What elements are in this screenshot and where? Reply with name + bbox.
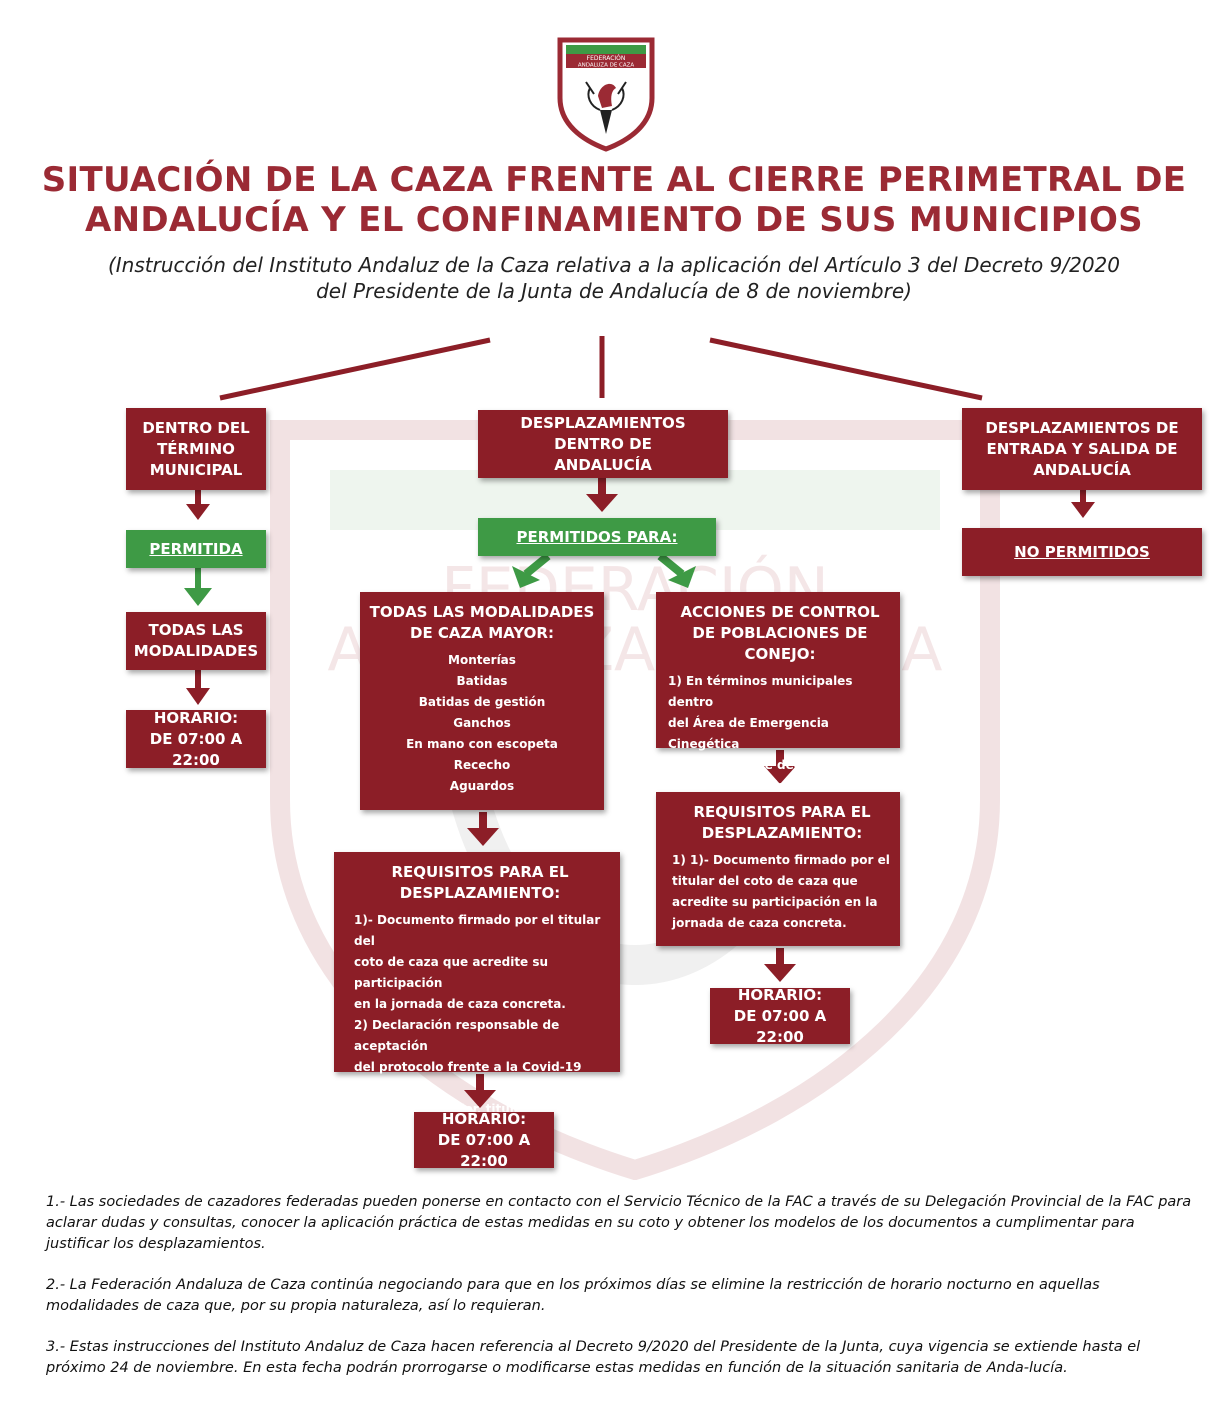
title-line-1: SITUACIÓN DE LA CAZA FRENTE AL CIERRE PE… — [41, 160, 1187, 200]
arrow-center-1 — [586, 478, 618, 512]
arrow-left-3 — [186, 670, 210, 705]
box-dentro-termino: DENTRO DEL TÉRMINO MUNICIPAL — [126, 408, 266, 490]
arrow-center-green-left — [512, 552, 551, 588]
arrow-conejo-req-down — [764, 948, 796, 982]
box-permitidos-para: PERMITIDOS PARA: — [478, 518, 716, 556]
conejo-line: 1) En términos municipales dentro — [668, 674, 853, 709]
subtitle-line-1: (Instrucción del Instituto Andaluz de la… — [107, 253, 1121, 277]
box-requisitos-center: REQUISITOS PARA EL DESPLAZAMIENTO: 1)- D… — [334, 852, 620, 1179]
horario-left-value: DE 07:00 A 22:00 — [149, 729, 243, 769]
box-no-permitidos: NO PERMITIDOS — [962, 528, 1202, 576]
box-permitidos-para-label: PERMITIDOS PARA: — [516, 527, 678, 546]
box-caza-mayor: TODAS LAS MODALIDADES DE CAZA MAYOR: Mon… — [360, 592, 604, 810]
box-todas-modalidades-label: TODAS LAS MODALIDADES — [133, 621, 259, 660]
footnotes: 1.- Las sociedades de cazadores federada… — [46, 1192, 1192, 1399]
requisitos-conejo-line: jornada de caza concreta. — [672, 916, 847, 930]
page-title: SITUACIÓN DE LA CAZA FRENTE AL CIERRE PE… — [40, 160, 1188, 240]
box-horario-center: HORARIO: DE 07:00 A 22:00 — [414, 1109, 554, 1170]
box-horario-left: HORARIO: DE 07:00 A 22:00 — [126, 708, 266, 769]
caza-mayor-title: TODAS LAS MODALIDADES DE CAZA MAYOR: — [369, 603, 595, 642]
conejo-line: 2) En cotos que declaren daños — [668, 758, 881, 772]
box-permitida: PERMITIDA — [126, 530, 266, 568]
requisitos-conejo-line: acredite su participación en la — [672, 895, 878, 909]
arrow-center-green-right — [657, 552, 696, 588]
horario-conejo-value: DE 07:00 A 22:00 — [733, 1006, 827, 1046]
logo-text-1: FEDERACIÓN — [587, 55, 626, 62]
box-entrada-salida: DESPLAZAMIENTOS DE ENTRADA Y SALIDA DE A… — [962, 408, 1202, 490]
horario-center-value: DE 07:00 A 22:00 — [437, 1130, 531, 1170]
caza-mayor-item: Batidas — [456, 674, 508, 688]
conejo-text: 1) En términos municipales dentro del Ár… — [668, 671, 892, 797]
fac-logo: FEDERACIÓN ANDALUZA DE CAZA — [557, 37, 655, 152]
caza-mayor-item: Rececho — [453, 758, 511, 772]
arrow-req-down — [464, 1074, 496, 1108]
footnote-3: 3.- Estas instrucciones del Instituto An… — [46, 1339, 1141, 1376]
page-subtitle: (Instrucción del Instituto Andaluz de la… — [40, 252, 1188, 304]
arrow-left-2 — [184, 568, 212, 606]
requisitos-center-line: 1)- Documento firmado por el titular del — [354, 913, 601, 948]
branch-left — [219, 337, 491, 401]
caza-mayor-list: Monterías Batidas Batidas de gestión Gan… — [406, 650, 558, 797]
requisitos-center-title: REQUISITOS PARA EL DESPLAZAMIENTO: — [391, 863, 569, 902]
box-conejo: ACCIONES DE CONTROL DE POBLACIONES DE CO… — [656, 592, 900, 793]
caza-mayor-item: Batidas de gestión — [418, 695, 546, 709]
box-dentro-andalucia: DESPLAZAMIENTOS DENTRO DE ANDALUCÍA — [478, 410, 728, 478]
arrow-left-1 — [186, 490, 210, 520]
footnote-1: 1.- Las sociedades de cazadores federada… — [46, 1194, 1192, 1252]
requisitos-conejo-title: REQUISITOS PARA EL DESPLAZAMIENTO: — [693, 803, 871, 842]
requisitos-center-line: del protocolo frente a la Covid-19 envia… — [354, 1060, 582, 1095]
conejo-title: ACCIONES DE CONTROL DE POBLACIONES DE CO… — [680, 603, 880, 663]
arrow-mayor-down — [467, 812, 499, 846]
requisitos-center-line: 2) Declaración responsable de aceptación — [354, 1018, 560, 1053]
branch-right — [709, 337, 983, 401]
requisitos-center-line: coto de caza que acredite su participaci… — [354, 955, 549, 990]
horario-conejo-label: HORARIO: — [737, 985, 823, 1004]
conejo-line: del Área de Emergencia Cinegética — [668, 716, 829, 751]
caza-mayor-item: Aguardos — [449, 779, 515, 793]
horario-left-label: HORARIO: — [153, 708, 239, 727]
caza-mayor-item: En mano con escopeta — [406, 737, 558, 751]
requisitos-conejo-text: 1) 1)- Documento firmado por el titular … — [672, 850, 892, 934]
caza-mayor-item: Ganchos — [453, 716, 511, 730]
box-horario-conejo: HORARIO: DE 07:00 A 22:00 — [710, 985, 850, 1046]
box-dentro-termino-label: DENTRO DEL TÉRMINO MUNICIPAL — [142, 418, 250, 479]
horario-center-label: HORARIO: — [441, 1109, 527, 1128]
logo-text-2: ANDALUZA DE CAZA — [578, 63, 635, 69]
arrow-right-1 — [1071, 490, 1095, 518]
box-no-permitidos-label: NO PERMITIDOS — [1014, 542, 1150, 561]
title-line-2: ANDALUCÍA Y EL CONFINAMIENTO DE SUS MUNI… — [85, 200, 1143, 240]
subtitle-line-2: del Presidente de la Junta de Andalucía … — [316, 279, 912, 303]
box-requisitos-conejo: REQUISITOS PARA EL DESPLAZAMIENTO: 1) 1)… — [656, 792, 900, 946]
arrow-conejo-down — [764, 750, 796, 784]
requisitos-conejo-line: 1) 1)- Documento firmado por el — [672, 853, 890, 867]
footnote-2: 2.- La Federación Andaluza de Caza conti… — [46, 1277, 1100, 1314]
box-todas-modalidades: TODAS LAS MODALIDADES — [126, 612, 266, 670]
requisitos-conejo-line: titular del coto de caza que — [672, 874, 858, 888]
caza-mayor-item: Monterías — [448, 653, 516, 667]
conejo-line: conforme al artículo 66 del ROC — [668, 779, 883, 793]
box-permitida-label: PERMITIDA — [149, 539, 243, 558]
requisitos-center-line: en la jornada de caza concreta. — [354, 997, 566, 1011]
box-dentro-andalucia-label: DESPLAZAMIENTOS DENTRO DE ANDALUCÍA — [520, 413, 686, 474]
box-entrada-salida-label: DESPLAZAMIENTOS DE ENTRADA Y SALIDA DE A… — [985, 418, 1179, 479]
